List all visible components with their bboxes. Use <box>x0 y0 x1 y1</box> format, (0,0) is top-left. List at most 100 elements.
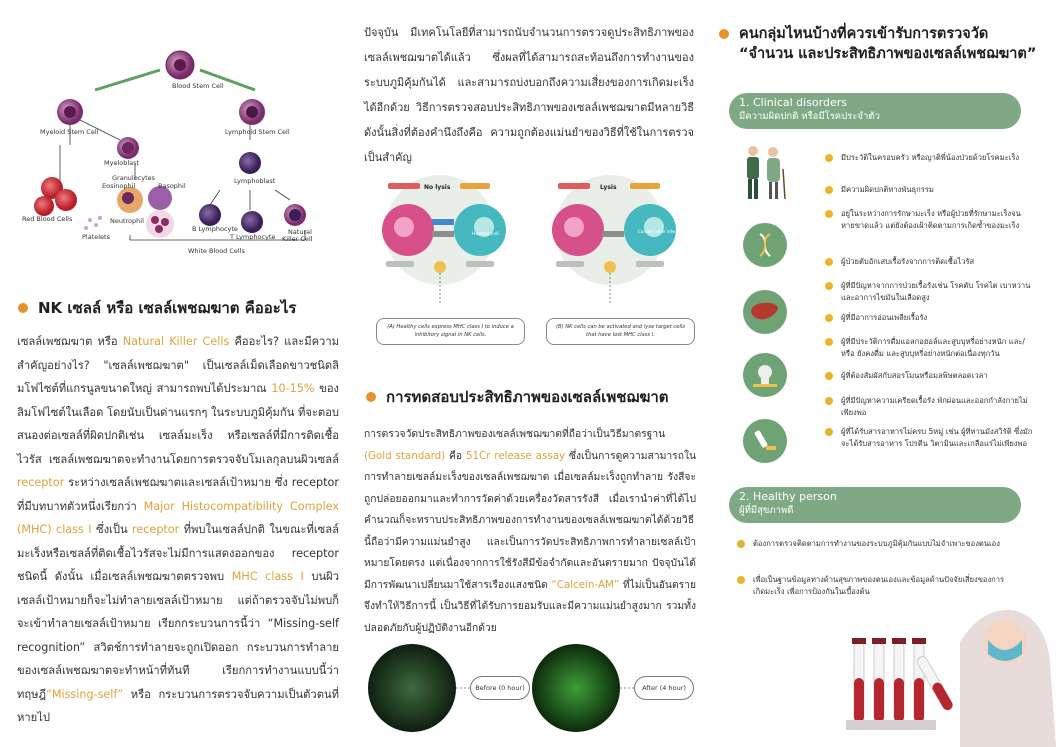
list-item-text: ต้องการตรวจติดตามการทำงานของระบบภูมิคุ้ม… <box>753 539 1000 548</box>
bullet-icon <box>825 372 833 380</box>
text-run: ระหว่างเซลล์เพชฌฆาตและเซลล์เป้าหมาย ซึ่ง… <box>17 476 339 513</box>
highlighted-term: 10-15% <box>271 382 315 395</box>
bullet-icon <box>825 186 833 194</box>
elderly-couple-icon <box>739 143 791 207</box>
list-item: มีความผิดปกติทางพันธุกรรม <box>823 184 1038 196</box>
text-run: ของลิมโฟไซต์ในเลือด โดยนับเป็นด่านแรกๆ ใ… <box>17 382 340 466</box>
bullet-icon <box>825 338 833 346</box>
test-tube-2 <box>872 638 886 723</box>
text-run: คืออะไร? และมีความสำคัญอย่างไร? "เซลล์เพ… <box>17 335 339 395</box>
label-nk-2: Killer Cell <box>282 235 313 243</box>
group-healthy-pill: 2. Healthy person ผู้ที่มีสุขภาพดี <box>729 487 1021 523</box>
highlighted-term: receptor <box>17 476 65 489</box>
text-run: เซลล์เพชฌฆาต หรือ <box>17 335 123 348</box>
list-item: ผู้ป่วยตับอักเสบเรื้อรังจากการติดเชื้อไว… <box>823 256 1038 268</box>
column-right: คนกลุ่มไหนบ้างที่ควรเข้ารับการตรวจวัด “จ… <box>705 0 1056 747</box>
highlighted-term: “Calcein-AM” <box>551 578 620 591</box>
highlighted-term: 51Cr release assay <box>465 449 566 462</box>
who-heading: คนกลุ่มไหนบ้างที่ควรเข้ารับการตรวจวัด “จ… <box>719 24 1049 64</box>
lysis-title: Lysis <box>600 184 617 191</box>
label-nk-1: Natural <box>288 228 312 236</box>
list-item: ผู้ที่มีอาการอ่อนเพลียเรื้อรัง <box>823 312 1038 324</box>
intro-paragraph: ปัจจุบัน มีเทคโนโลยีที่สามารถนับจำนวนการ… <box>364 26 694 164</box>
list-item: ผู้ที่มีปัญหาความเครียดเรื้อรัง พักผ่อนแ… <box>823 395 1038 419</box>
label-granulocytes: Granulocytes <box>112 174 156 182</box>
text-run: ที่พบในเซลล์ปกติ ในขณะที่เซลล์มะเร็งหรือ… <box>17 523 339 583</box>
highlighted-term: Natural Killer Cells <box>122 335 230 348</box>
bullet-icon <box>825 314 833 322</box>
after-plate <box>532 644 620 732</box>
list-item: ผู้ที่มีปัญหาจากการป่วยเรื้อรังเช่น โรคต… <box>823 280 1038 304</box>
list-item: เพื่อเป็นฐานข้อมูลทางด้านสุขภาพของตนเองแ… <box>735 574 1015 598</box>
text-run: บนผิวเซลล์เป้าหมายก็จะไม่ทำลายเซลล์เป้าห… <box>17 570 339 701</box>
label-basophil: Basophil <box>158 182 186 190</box>
list-item-text: ผู้ที่มีประวัติการดื่มแอลกอฮอล์และสูบบุห… <box>841 337 1025 358</box>
t-lymphocyte-cell <box>241 211 263 233</box>
list-item-text: มีประวัติในครอบครัว หรือญาติพี่น้องป่วยด… <box>841 153 1020 162</box>
list-item-text: ผู้ที่มีอาการอ่อนเพลียเรื้อรัง <box>841 313 928 322</box>
bullet-icon <box>825 282 833 290</box>
before-label: Before (0 hour) <box>470 676 530 700</box>
dna-hands-icon <box>743 223 787 267</box>
test-tubes-illustration <box>846 609 1056 747</box>
who-heading-line2: “จำนวน และประสิทธิภาพของเซลล์เพชฌฆาต” <box>739 46 1037 62</box>
bullet-icon <box>825 397 833 405</box>
who-heading-line1: คนกลุ่มไหนบ้างที่ควรเข้ารับการตรวจวัด <box>739 26 989 42</box>
list-item: ผู้ที่มีประวัติการดื่มแอลกอฮอล์และสูบบุห… <box>823 336 1038 360</box>
test-tube-3 <box>892 638 906 723</box>
bullet-icon <box>825 154 833 162</box>
highlighted-term: (Gold standard) <box>364 449 446 462</box>
neutrophil-cell <box>146 210 174 238</box>
list-item-text: ผู้ป่วยตับอักเสบเรื้อรังจากการติดเชื้อไว… <box>841 257 975 266</box>
mechanism-lysis: Lysis Cancer cell or infected cell (B) N… <box>538 175 703 345</box>
label-myeloblast: Myeloblast <box>104 159 140 167</box>
highlighted-term: MHC class I <box>231 570 304 583</box>
nk-description: เซลล์เพชฌฆาต หรือ Natural Killer Cells ค… <box>17 330 339 730</box>
no-lysis-illustration: No lysis Healthy cell <box>382 175 506 303</box>
list-item: มีประวัติในครอบครัว หรือญาติพี่น้องป่วยด… <box>823 152 1038 164</box>
highlighted-term: “Missing-self” <box>46 687 124 701</box>
before-plate <box>368 644 456 732</box>
list-item: อยู่ในระหว่างการรักษามะเร็ง หรือผู้ป่วยท… <box>823 208 1038 232</box>
no-lysis-title: No lysis <box>424 184 451 191</box>
test-tube-1 <box>852 638 866 723</box>
bullet-dot-icon <box>18 303 28 313</box>
list-item: ผู้ที่ต้องสัมผัสกับสอรโมนหรือมลพิษตลอดเว… <box>823 370 1038 382</box>
list-item: ผู้ที่ได้รับสารอาหารไม่ครบ 5หมู่ เช่น ผู… <box>823 426 1038 450</box>
cancer-cell-label: Cancer cell or infected cell <box>638 229 691 234</box>
list-item-text: ผู้ที่มีปัญหาความเครียดเรื้อรัง พักผ่อนแ… <box>841 396 1028 417</box>
group1-title: 1. Clinical disorders <box>739 96 847 109</box>
bullet-icon <box>825 258 833 266</box>
list-item-text: ผู้ที่มีปัญหาจากการป่วยเรื้อรังเช่น โรคต… <box>841 281 1031 302</box>
label-blood-stem: Blood Stem Cell <box>172 82 224 90</box>
group1-sub: มีความผิดปกติ หรือมีโรคประจำตัว <box>739 111 880 122</box>
lysis-caption: (B) NK cells can be activated and lyse t… <box>546 318 695 345</box>
stress-icon <box>743 419 787 463</box>
list-item-text: เพื่อเป็นฐานข้อมูลทางด้านสุขภาพของตนเองแ… <box>753 575 1005 596</box>
label-b-lymph: B Lymphocyte <box>192 225 238 233</box>
basophil-cell <box>148 186 172 210</box>
list-item-text: อยู่ในระหว่างการรักษามะเร็ง หรือผู้ป่วยท… <box>841 209 1021 230</box>
test-description: การตรวจวัดประสิทธิภาพของเซลล์เพชฌฆาตที่ถ… <box>364 424 696 639</box>
lymphoblast-cell <box>239 152 261 174</box>
text-run: ซึ่งเป็นการดูความสามารถในการทำลายเซลล์มะ… <box>364 449 697 591</box>
test-tube-4 <box>912 638 926 723</box>
text-run: คือ <box>445 449 466 462</box>
group-clinical-pill: 1. Clinical disorders มีความผิดปกติ หรือ… <box>729 93 1021 129</box>
highlighted-term: Major Histocompatibility Complex (MHC) c… <box>17 499 339 537</box>
label-rbc: Red Blood Cells <box>22 215 73 223</box>
b-lymphocyte-cell <box>199 204 221 226</box>
icon-column <box>735 143 795 473</box>
label-lymphoblast: Lymphoblast <box>234 177 276 185</box>
highlighted-term: receptor <box>132 523 180 536</box>
label-wbc: White Blood Cells <box>188 247 246 255</box>
alcohol-smoking-icon <box>743 353 787 397</box>
after-label: After (4 hour) <box>634 676 694 700</box>
list-item-text: มีความผิดปกติทางพันธุกรรม <box>841 185 934 194</box>
label-myeloid: Myeloid Stem Cell <box>40 128 99 136</box>
bullet-icon <box>737 540 745 548</box>
calcein-plates: Before (0 hour) After (4 hour) <box>368 640 698 735</box>
text-run: หรือ กระบวนการตรวจจับความเป็นตัวตนที่หาย… <box>17 687 339 725</box>
text-run: การตรวจวัดประสิทธิภาพของเซลล์เพชฌฆาตที่ถ… <box>364 428 666 440</box>
liver-icon <box>743 290 787 334</box>
